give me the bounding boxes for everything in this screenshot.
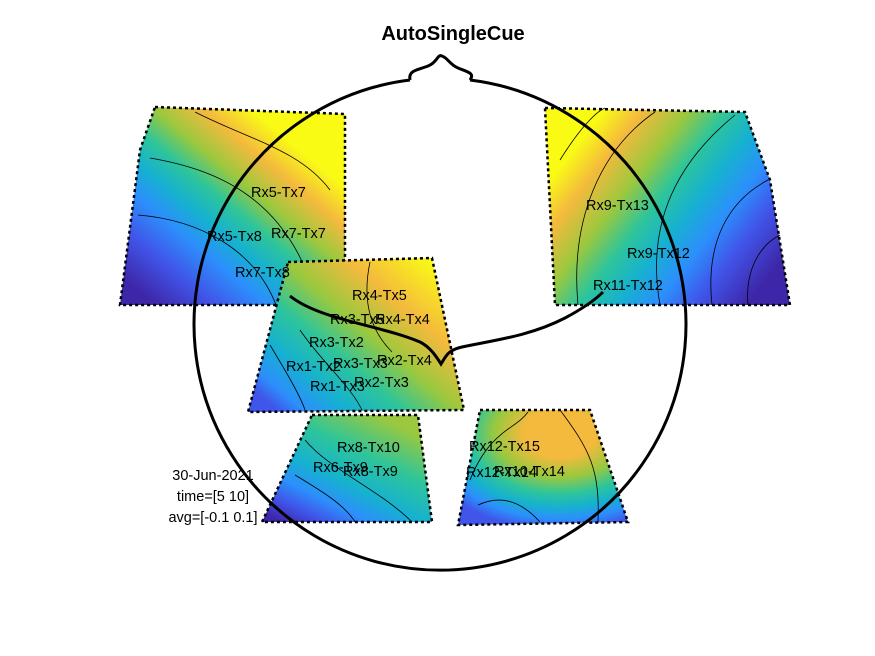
channel-label: Rx7-Tx8 [235, 265, 290, 281]
probe-right-frontal-contour [747, 234, 781, 306]
probe-right-frontal-contour [710, 179, 769, 306]
probe-left-occipital-map [262, 415, 432, 522]
info-avg: avg=[-0.1 0.1] [168, 510, 257, 526]
channel-label: Rx2-Tx4 [377, 353, 432, 369]
probe-right-frontal-contour [576, 111, 656, 306]
probe-central-contour [366, 261, 393, 353]
probe-central [246, 256, 466, 414]
probe-left-occipital [260, 413, 434, 524]
info-time: time=[5 10] [177, 489, 249, 505]
probe-right-occipital-map [458, 410, 628, 525]
probe-central-map [248, 258, 464, 412]
probe-left-occipital-contour [294, 474, 356, 523]
probe-right-frontal-contour [559, 107, 606, 161]
probe-right-frontal [543, 106, 792, 307]
channel-label: Rx4-Tx4 [375, 312, 430, 328]
channel-labels: Rx5-Tx7 Rx5-Tx8 Rx7-Tx7 Rx7-Tx8 Rx9-Tx13… [207, 185, 690, 481]
probe-central-contour [269, 344, 306, 411]
channel-label: Rx2-Tx3 [354, 375, 409, 391]
info-block: 30-Jun-2021 time=[5 10] avg=[-0.1 0.1] [168, 468, 257, 526]
probe-central-outline [246, 256, 466, 414]
probe-right-frontal-contour [656, 114, 736, 306]
fissure-line [289, 290, 605, 367]
info-date: 30-Jun-2021 [172, 468, 253, 484]
channel-label: Rx5-Tx7 [251, 185, 306, 201]
probe-left-frontal-map [120, 107, 345, 305]
channel-label: Rx5-Tx8 [207, 229, 262, 245]
channel-label: Rx8-Tx9 [343, 464, 398, 480]
channel-label: Rx12-Tx15 [469, 439, 540, 455]
probe-left-frontal-contour [137, 214, 277, 306]
channel-label: Rx3-Tx5 [330, 312, 385, 328]
probe-right-occipital [456, 408, 630, 527]
probe-right-occipital-contour [477, 499, 541, 523]
probe-right-occipital-contour [559, 409, 599, 523]
channel-label: Rx1-Tx3 [310, 379, 365, 395]
channel-label: Rx12-Tx14 [466, 465, 537, 481]
figure-title: AutoSingleCue [381, 23, 524, 45]
head-outline [192, 54, 688, 572]
probe-right-occipital-outline [456, 408, 630, 527]
channel-label: Rx3-Tx2 [309, 335, 364, 351]
channel-label: Rx9-Tx12 [627, 246, 690, 262]
probe-central-contour [299, 329, 363, 411]
channel-label: Rx8-Tx10 [337, 440, 400, 456]
channel-label: Rx6-Tx9 [313, 460, 368, 476]
head-circle [192, 78, 688, 572]
channel-label: Rx11-Tx12 [593, 278, 663, 294]
nose [408, 54, 474, 81]
channel-label: Rx7-Tx7 [271, 226, 326, 242]
probe-right-frontal-map [545, 108, 790, 305]
channel-label: Rx3-Tx3 [333, 356, 388, 372]
channel-label: Rx9-Tx13 [586, 198, 649, 214]
probe-right-frontal-outline [543, 106, 792, 307]
channel-label: Rx10-Tx14 [494, 464, 565, 480]
probe-left-occipital-contour [304, 439, 413, 523]
probe-right-occipital-contour [469, 411, 529, 481]
channel-label: Rx1-Tx2 [286, 359, 341, 375]
channel-label: Rx4-Tx5 [352, 288, 407, 304]
